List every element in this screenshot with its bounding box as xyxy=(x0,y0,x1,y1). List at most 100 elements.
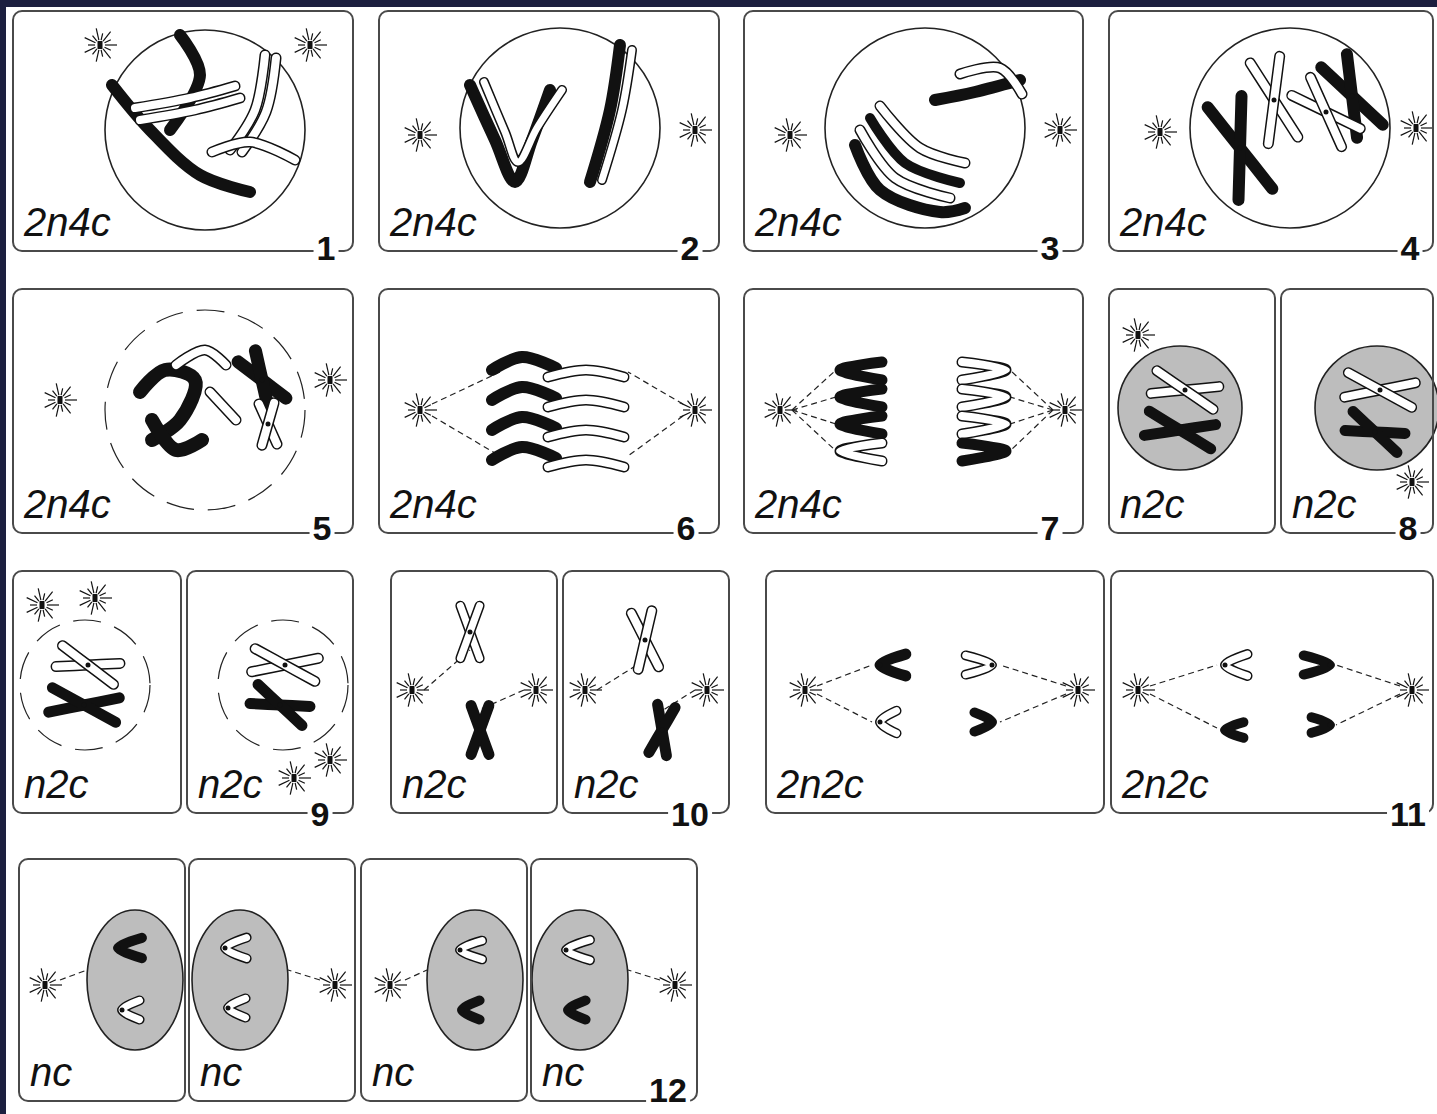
aster-ray xyxy=(93,36,97,41)
spindle-fiber xyxy=(628,372,683,404)
aster-ray xyxy=(1417,692,1423,695)
aster-ray xyxy=(1156,115,1159,127)
chromatid xyxy=(1353,412,1397,453)
cell-panel: 2n4c xyxy=(12,288,354,534)
aster-ray xyxy=(1165,131,1177,132)
chromosome-count: 2n4c xyxy=(1120,202,1207,242)
aster-ray xyxy=(333,384,340,393)
chromatid xyxy=(471,706,489,755)
aster-ray xyxy=(1061,393,1064,405)
aster-ray xyxy=(680,984,692,985)
aster-ray xyxy=(297,765,304,774)
centrosome xyxy=(680,393,712,426)
aster-ray xyxy=(1163,136,1170,145)
aster-ray xyxy=(45,592,52,601)
aster-ray xyxy=(529,694,533,699)
aster-ray xyxy=(539,694,546,703)
chromatid-outline xyxy=(255,649,315,682)
centriole xyxy=(1158,128,1163,136)
aster-ray xyxy=(1139,695,1141,702)
aster-ray xyxy=(46,990,48,997)
aster-ray xyxy=(783,397,790,406)
aster-ray xyxy=(331,385,333,392)
chromatid xyxy=(460,941,482,960)
aster-ray xyxy=(541,692,547,695)
spindle-fiber xyxy=(792,410,836,451)
centriole xyxy=(693,406,698,414)
aster-ray xyxy=(586,678,588,685)
chromatid-outline xyxy=(548,460,624,467)
aster-ray xyxy=(1131,694,1135,699)
aster-ray xyxy=(808,694,815,703)
aster-ray xyxy=(1071,681,1075,686)
chromatid xyxy=(118,938,142,958)
aster-ray xyxy=(45,393,56,398)
aster-ray xyxy=(423,414,430,423)
aster-ray xyxy=(688,121,692,126)
centriole xyxy=(418,406,423,414)
aster-ray xyxy=(38,976,42,981)
centromere xyxy=(260,378,265,383)
chromatid-outline xyxy=(460,606,479,659)
aster-ray xyxy=(1143,685,1149,688)
aster-ray xyxy=(691,113,694,125)
chromatid xyxy=(460,606,479,659)
aster-ray xyxy=(295,783,297,790)
chromatid xyxy=(649,708,675,753)
aster-ray xyxy=(698,134,705,143)
aster-ray xyxy=(786,118,789,130)
aster-ray xyxy=(331,765,333,772)
aster-ray xyxy=(47,607,53,610)
aster-ray xyxy=(340,987,346,990)
aster-ray xyxy=(91,581,94,593)
aster-ray xyxy=(413,678,415,685)
aster-ray xyxy=(1050,412,1061,417)
aster-ray xyxy=(539,677,546,686)
aster-ray xyxy=(781,415,783,422)
chromatid-outline xyxy=(1151,387,1219,394)
chromatid-outline xyxy=(460,606,479,659)
centrosome xyxy=(1063,673,1095,706)
aster-ray xyxy=(1412,133,1415,145)
aster-ray xyxy=(532,673,535,685)
aster-ray xyxy=(688,401,692,406)
aster-ray xyxy=(421,415,423,422)
aster-ray xyxy=(570,692,581,697)
aster-ray xyxy=(35,596,39,601)
chromatid xyxy=(935,80,1020,100)
aster-ray xyxy=(27,607,38,612)
aster-ray xyxy=(588,694,595,703)
aster-ray xyxy=(50,980,56,983)
aster-ray xyxy=(671,968,674,980)
chromatid xyxy=(568,1000,586,1019)
aster-ray xyxy=(680,132,691,137)
aster-ray xyxy=(91,603,94,615)
centriole xyxy=(1136,686,1141,694)
centriole xyxy=(1058,126,1063,134)
cell-panel: nc xyxy=(188,858,356,1102)
aster-ray xyxy=(795,130,801,133)
chromosome-count: 2n4c xyxy=(755,484,842,524)
aster-ray xyxy=(700,412,706,415)
aster-ray xyxy=(38,610,41,622)
aster-ray xyxy=(425,134,437,135)
aster-ray xyxy=(306,50,309,62)
aster-ray xyxy=(1123,692,1134,697)
centriole xyxy=(328,376,333,384)
aster-ray xyxy=(27,598,38,603)
aster-ray xyxy=(765,403,776,408)
centriole xyxy=(418,131,423,139)
chromosome-count: nc xyxy=(30,1052,72,1092)
aster-ray xyxy=(1058,401,1062,406)
centriole xyxy=(388,981,393,989)
chromatid xyxy=(880,106,965,163)
chromatid-outline xyxy=(63,646,114,685)
aster-ray xyxy=(778,134,785,135)
centrosome xyxy=(692,673,724,706)
aster-ray xyxy=(524,689,531,690)
cell-panel: n2c xyxy=(562,570,730,814)
aster-ray xyxy=(671,990,674,1002)
centromere xyxy=(283,663,288,668)
daughter-nucleus xyxy=(532,910,628,1050)
centriole xyxy=(1414,124,1419,132)
